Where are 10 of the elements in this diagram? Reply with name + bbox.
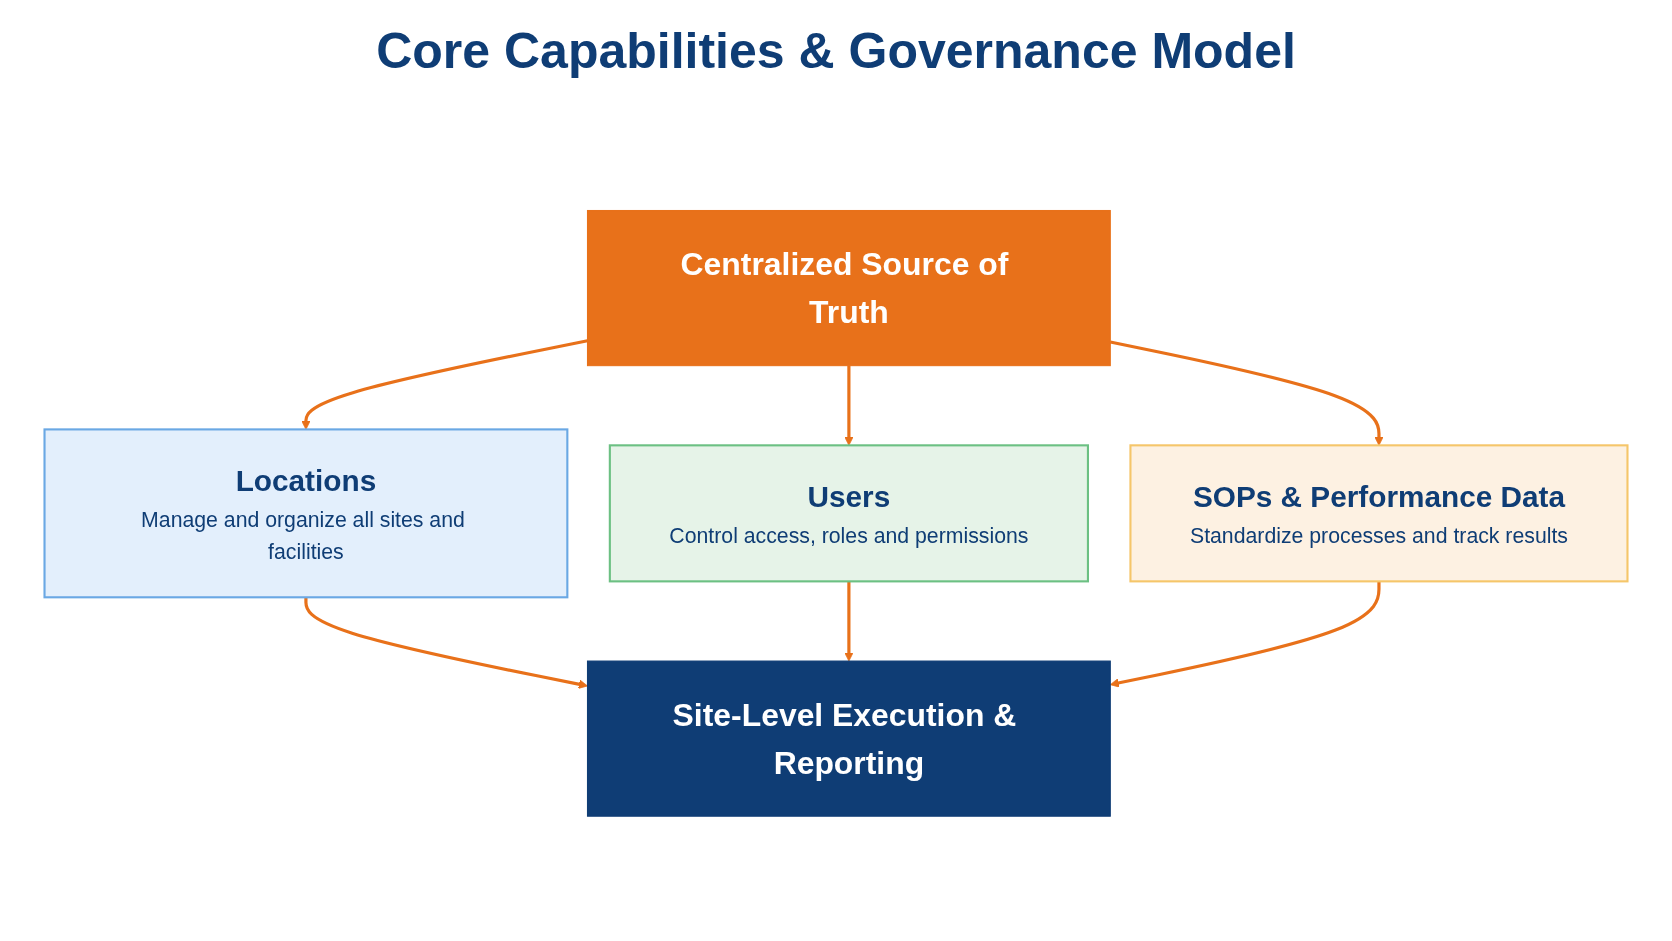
arrow <box>844 581 854 662</box>
arrow <box>301 339 588 430</box>
node-box: Users Control access, roles and permissions <box>608 444 1089 583</box>
node-box: Centralized Source of Truth <box>586 210 1111 367</box>
arrow <box>304 597 588 689</box>
node-box: SOPs & Performance Data Standardize processes and track results <box>1129 444 1629 583</box>
node-box: Locations Manage and organize all sites and facilities <box>43 428 569 599</box>
node-box: Site-Level Execution & Reporting <box>586 660 1111 817</box>
diagram-title: Core Capabilities & Governance Model <box>376 22 1296 80</box>
arrow <box>844 365 854 446</box>
